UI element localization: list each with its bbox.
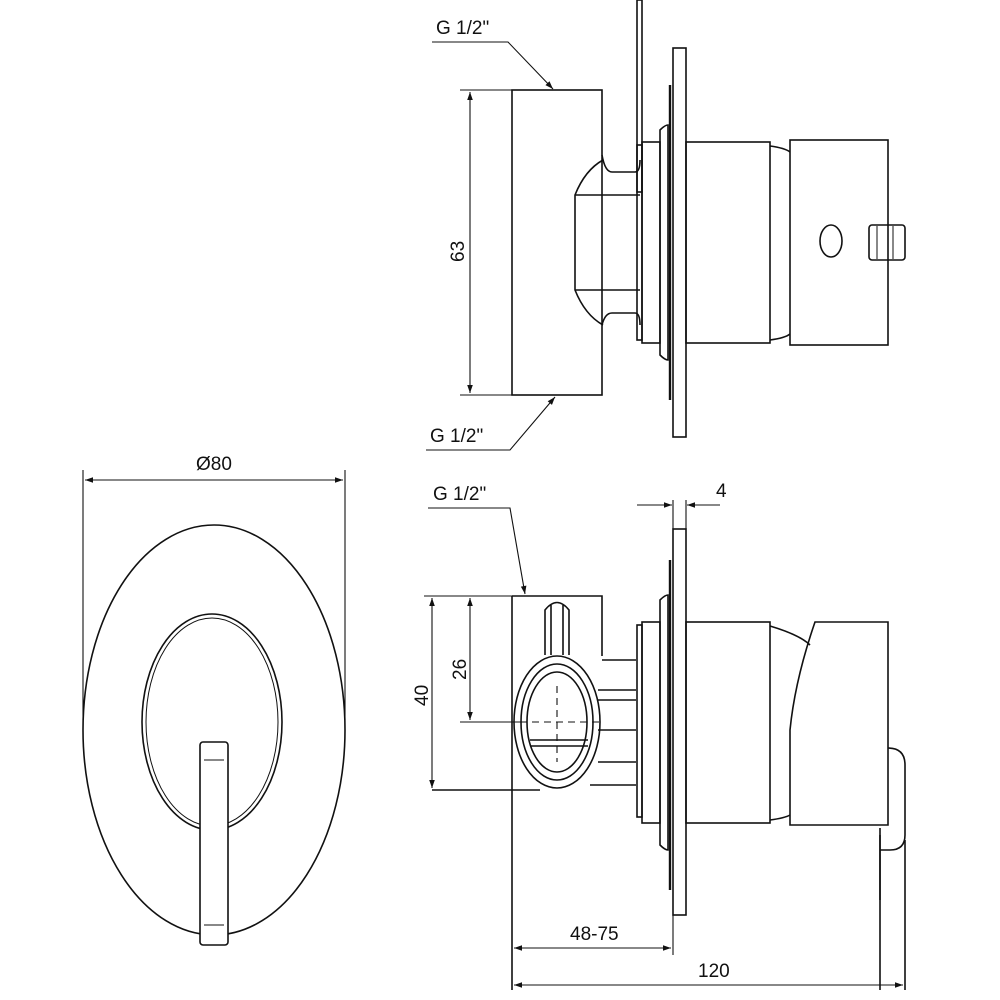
lever-tab (868, 224, 906, 261)
valve-body-side (685, 621, 771, 824)
dim-40-label: 40 (412, 685, 433, 706)
screw-hole (819, 224, 843, 258)
valve-body (685, 141, 771, 344)
dim-diameter-label: Ø80 (196, 454, 232, 475)
thread-label-top: G 1/2" (436, 18, 489, 39)
wall-flange (672, 47, 687, 438)
dim-63-label: 63 (448, 241, 469, 262)
valve-block-side (432, 595, 603, 990)
front-view: Ø80 (82, 454, 346, 946)
wall-flange-side (672, 528, 687, 916)
dim-flange-label: 4 (716, 481, 727, 502)
lever-handle (199, 741, 229, 946)
side-view: 4 G 1/2" 40 26 48-75 120 (412, 0, 906, 990)
top-view: 63 G 1/2" G 1/2" (426, 18, 906, 451)
cap-side (789, 621, 889, 826)
lever-side (879, 747, 906, 900)
thread-label-bottom: G 1/2" (430, 426, 483, 447)
cap (789, 139, 889, 346)
thread-label-side: G 1/2" (433, 484, 486, 505)
slot (544, 601, 570, 655)
dim-depth-label: 48-75 (570, 924, 619, 945)
dome-fitting (574, 159, 640, 326)
neck (601, 154, 641, 326)
dim-26-label: 26 (450, 659, 471, 680)
dim-length-label: 120 (698, 961, 730, 982)
valve-block (511, 89, 603, 396)
